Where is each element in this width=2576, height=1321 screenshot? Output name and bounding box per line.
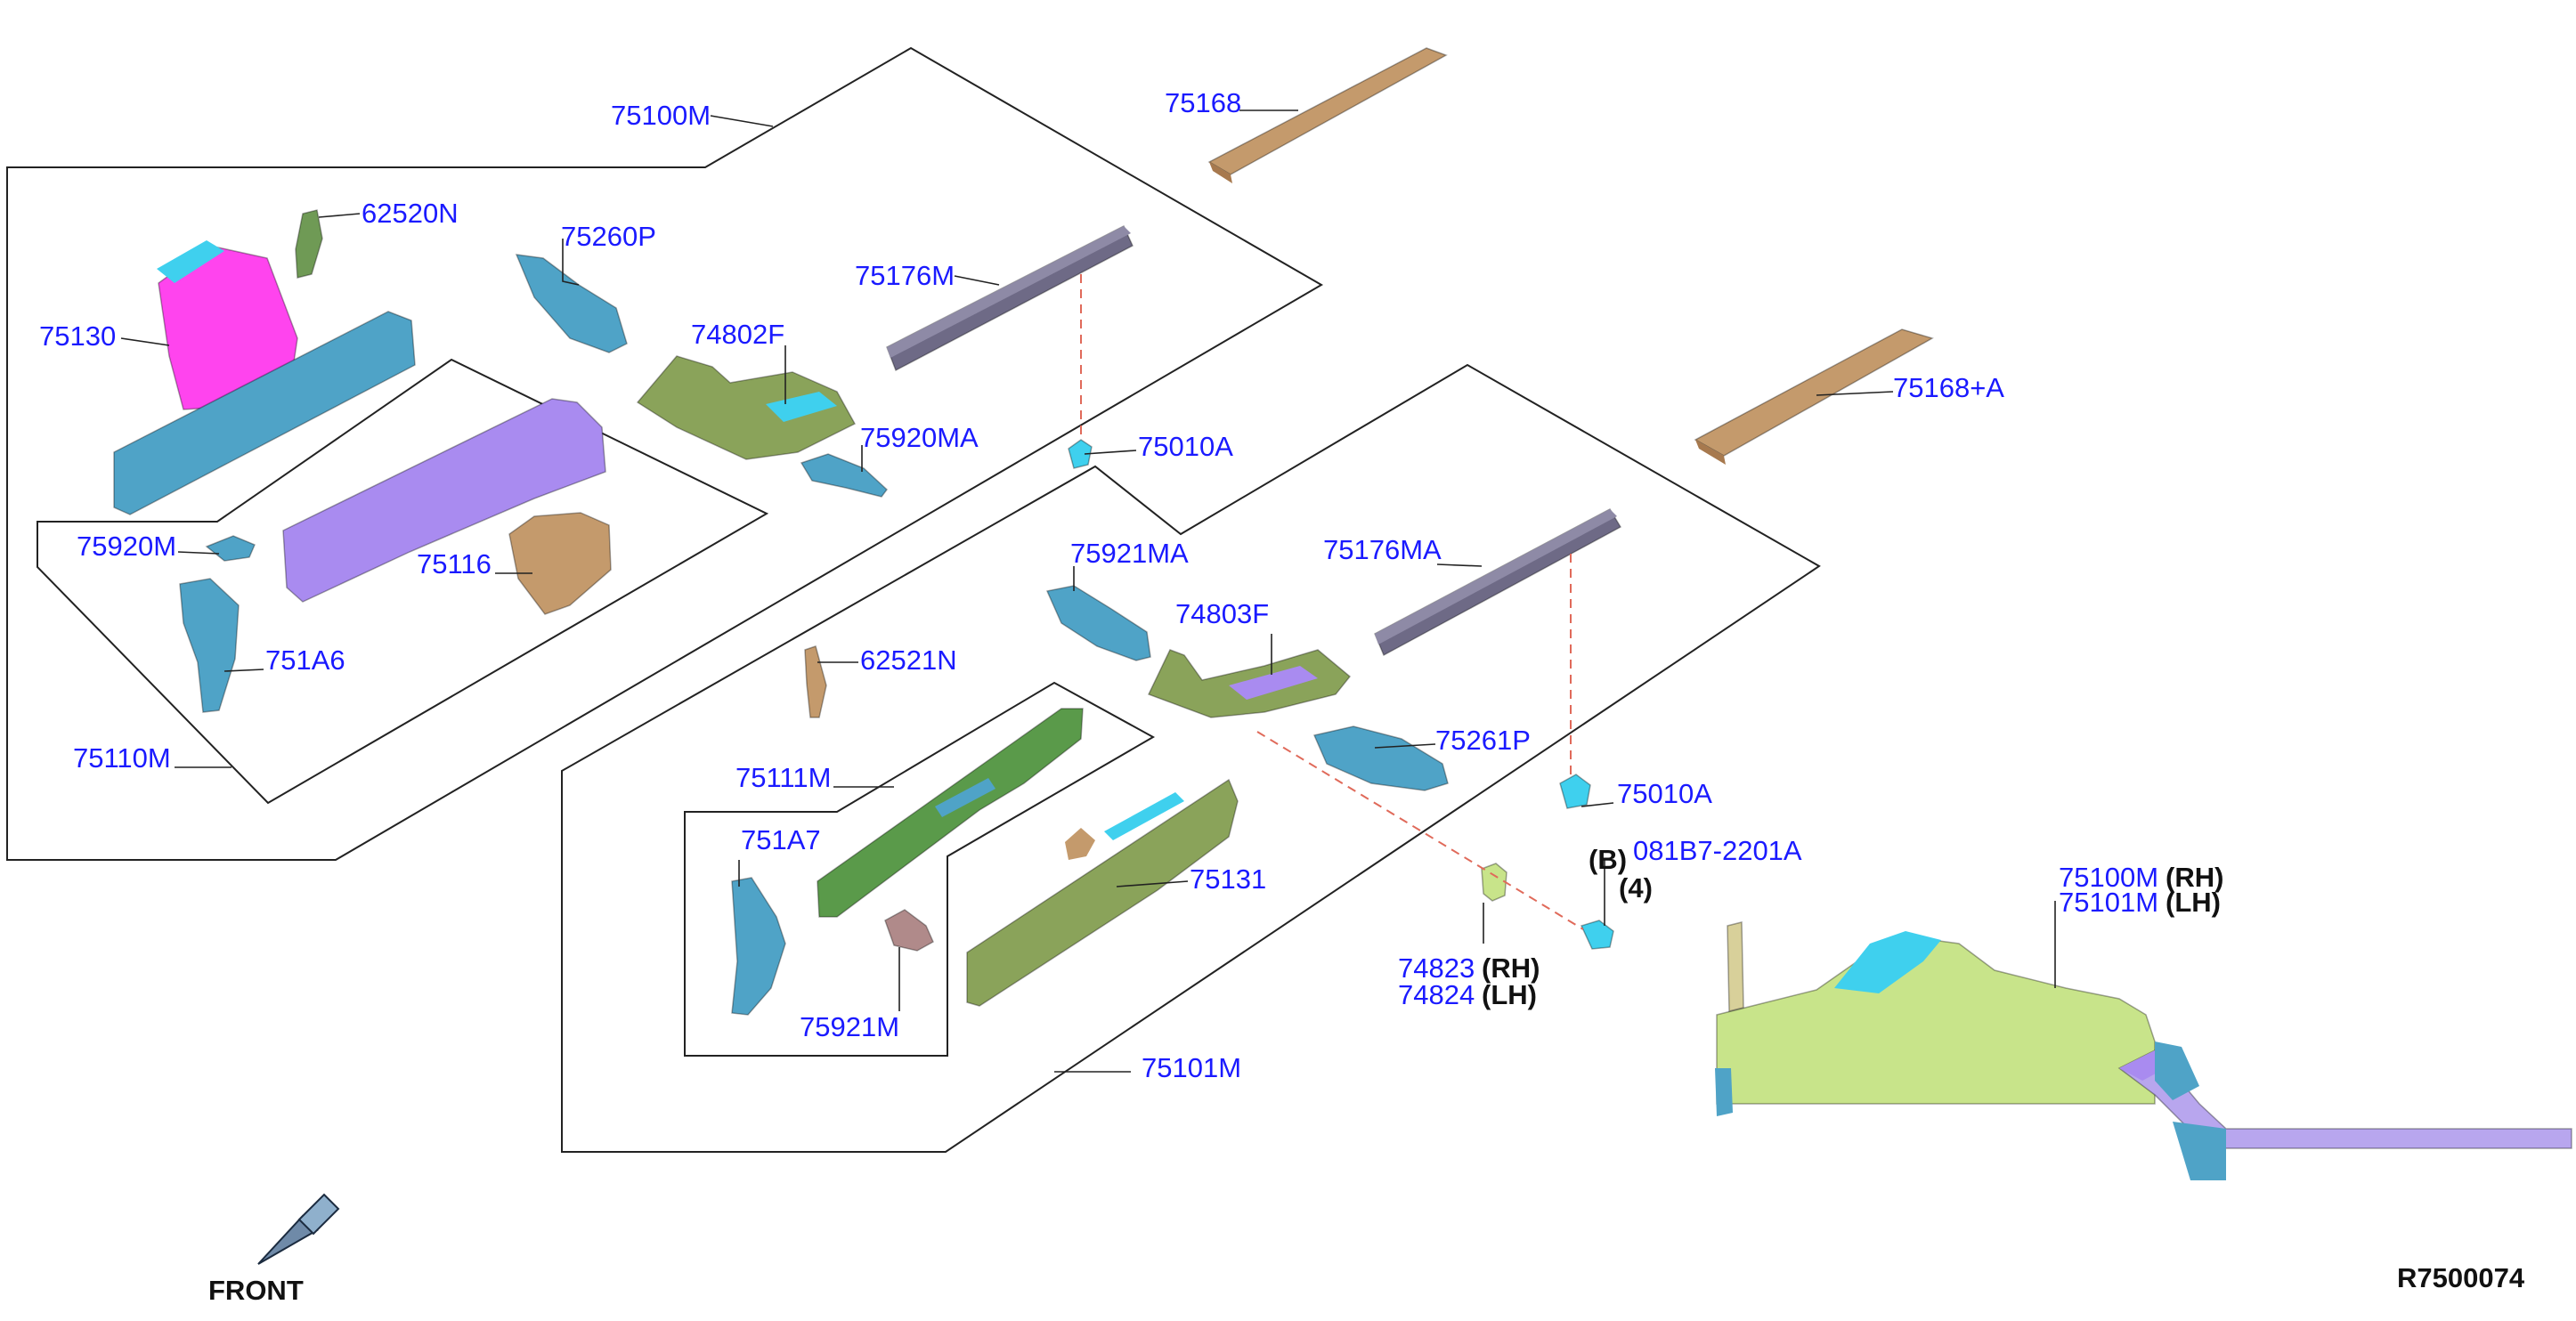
label-75010A-mid: 75010A [1617,778,1712,809]
label-75101M: 75101M [1142,1052,1241,1083]
label-75176M: 75176M [855,260,955,291]
label-75261P: 75261P [1435,725,1531,756]
label-75920M: 75920M [77,531,176,562]
label-75921M: 75921M [800,1011,899,1042]
front-arrow-icon [257,1193,340,1265]
part-75131-panel [966,778,1239,1007]
assembly-frame-75110M [37,358,769,805]
align-line-081B7 [1256,731,1584,930]
label-75101M-inset: 75101M [2059,887,2158,918]
label-62521N: 62521N [860,644,957,676]
part-75261P [1312,725,1449,791]
leader-75010A-top [1084,450,1137,455]
label-74824: 74824 [1398,979,1475,1010]
leader-75176MA [1436,563,1483,567]
leader-751A6 [223,669,264,672]
part-62521N [804,645,827,718]
part-75130-flange [157,240,224,283]
label-751A7: 751A7 [741,824,821,855]
label-74823: 74823 [1398,952,1475,984]
part-75921M [884,909,934,952]
label-75100M-inset: 75100M [2059,862,2158,893]
label-74802F: 74802F [691,319,784,350]
assembly-frame-75100M [6,46,1323,861]
part-75111M-insert [935,778,995,817]
part-751A7 [731,877,786,1016]
part-62520N [295,209,323,279]
inset-assembly-post [1727,921,1744,1012]
label-751A6: 751A6 [265,644,345,676]
part-081B7-bolt [1580,920,1614,950]
assembly-frame-75101M [561,363,1821,1153]
label-75176MA: 75176MA [1323,534,1442,565]
leader-75176M [954,275,1000,286]
part-75131-cyan [1104,792,1184,840]
leader-62520N [318,213,361,218]
part-74823 [1481,863,1507,902]
part-75010A-mid [1559,774,1591,809]
part-75168A-rail [1694,328,1934,457]
assembly-frame-75111M [684,681,1156,1057]
part-75168-rail [1207,47,1448,175]
front-label: FRONT [208,1275,304,1306]
leader-75130 [120,337,170,346]
leader-75920M [177,551,220,555]
label-75110M: 75110M [73,742,171,774]
part-74802F-insert [766,392,837,422]
label-75100M: 75100M [611,100,711,131]
leader-75131 [1116,880,1189,887]
label-75100M-inset-rh: (RH) [2166,862,2223,893]
inset-assembly-cyan [1834,931,1941,993]
label-75111M: 75111M [735,762,831,793]
label-75920MA: 75920MA [860,422,979,453]
part-75131-bracket [1065,828,1095,860]
label-74824-lh: (LH) [1482,979,1537,1010]
inset-assembly-bracket [2155,1041,2199,1100]
part-75920MA [800,453,889,498]
part-75921MA [1045,585,1151,661]
part-75116 [508,512,612,615]
label-75168A: 75168+A [1893,372,2004,403]
label-081B7-qty: (4) [1619,872,1653,904]
leader-75260P [562,239,580,286]
part-74803F-insert [1229,666,1318,700]
leader-75010A-mid [1581,802,1614,807]
label-75260P: 75260P [561,221,656,252]
part-74802F [636,355,857,460]
part-751A6 [179,578,240,713]
part-75168A-rail-face [1695,440,1726,465]
inset-assembly-body [1716,936,2156,1105]
leader-75168A [1816,391,1894,396]
label-74803F: 74803F [1175,598,1269,629]
label-62520N: 62520N [362,198,459,229]
part-75130-rail [113,311,416,515]
part-75168-rail-face [1209,162,1232,183]
label-74823-rh: (RH) [1482,952,1540,984]
inset-assembly-lower-bracket [2173,1122,2226,1180]
part-75110M-member [282,398,606,603]
inset-assembly-rear-block [1715,1068,1733,1116]
label-75131: 75131 [1190,863,1266,895]
part-75176MA-rail-top [1375,509,1617,644]
leader-75261P [1374,743,1436,749]
label-081B7-prefix: (B) [1589,844,1627,875]
part-75920M [205,535,256,562]
label-081B7: 081B7-2201A [1633,835,1802,866]
label-75116: 75116 [417,548,492,579]
part-75010A-top [1068,439,1093,469]
label-75168: 75168 [1165,87,1241,118]
label-75010A-top: 75010A [1138,431,1233,462]
part-75260P [515,254,628,353]
part-75176M-rail-top [887,226,1131,358]
label-75921MA: 75921MA [1070,538,1189,569]
label-75101M-inset-lh: (LH) [2166,887,2221,918]
label-75130: 75130 [39,320,116,352]
diagram-code: R7500074 [2397,1262,2525,1293]
leader-75100M [710,115,774,127]
